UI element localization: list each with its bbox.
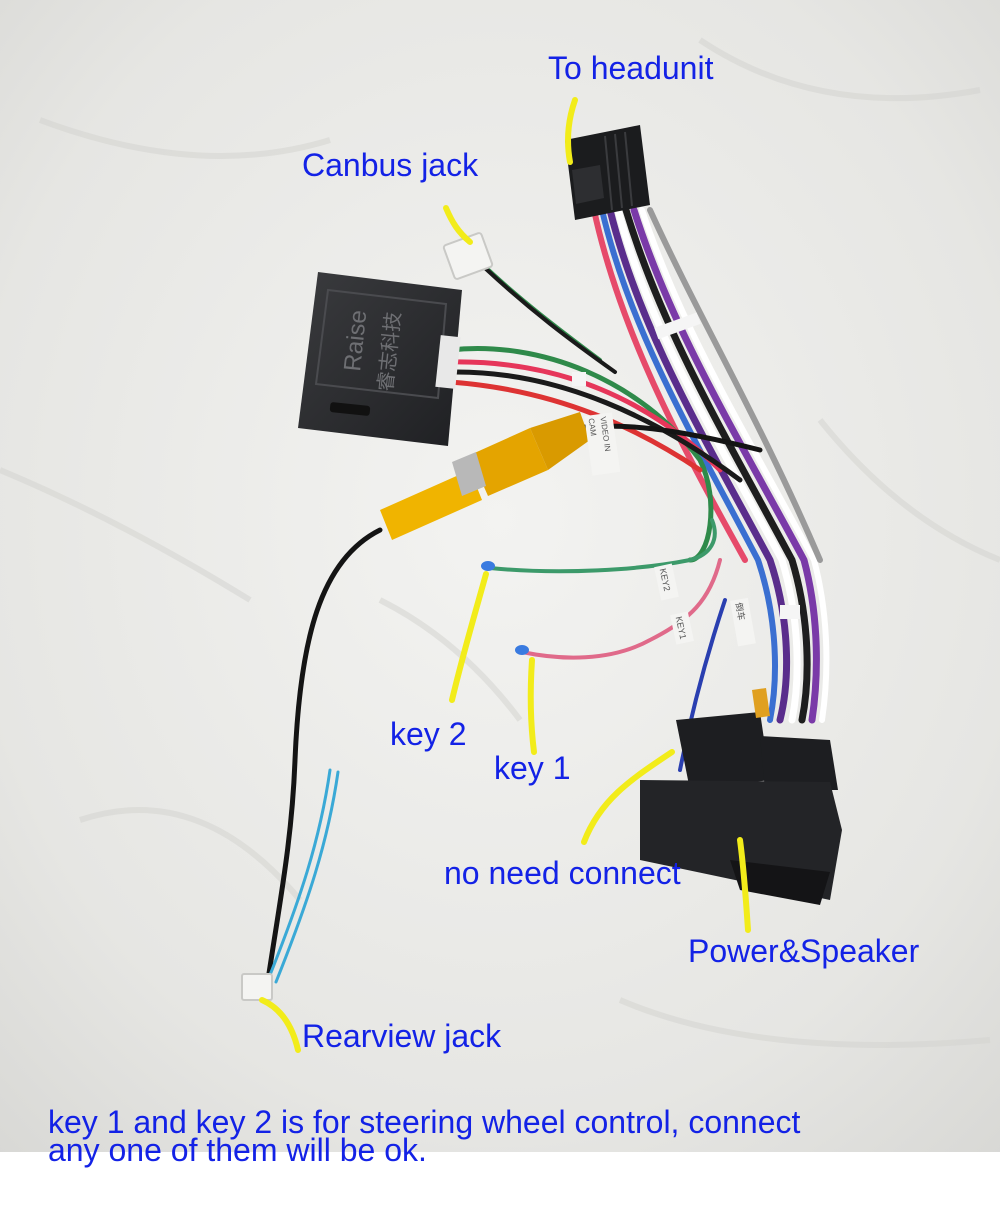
label-no-need-connect: no need connect bbox=[444, 855, 681, 891]
wire-tags: VIDEO IN CAM KEY2 KEY1 倒车 bbox=[572, 312, 800, 647]
callout-rearview-jack bbox=[259, 997, 301, 1053]
label-canbus-jack: Canbus jack bbox=[302, 147, 479, 183]
cloth-folds bbox=[0, 37, 1000, 1048]
label-power-speaker: Power&Speaker bbox=[688, 933, 920, 969]
wiring-harness-photo: Raise 睿志科技 bbox=[0, 0, 1000, 1152]
callout-power-speaker bbox=[737, 837, 751, 933]
key2-wire-end bbox=[481, 561, 495, 571]
label-key2: key 2 bbox=[390, 716, 467, 752]
reverse-tag-text: 倒车 bbox=[733, 602, 748, 622]
rca-connector bbox=[380, 412, 590, 540]
cam-tag-text: CAM bbox=[587, 418, 598, 437]
rearview-jack-connector bbox=[241, 973, 273, 1001]
label-to-headunit: To headunit bbox=[548, 50, 714, 86]
box-brand-text: Raise bbox=[339, 309, 372, 373]
key1-tag-text: KEY1 bbox=[674, 615, 689, 640]
callout-key2 bbox=[449, 571, 489, 703]
label-rearview-jack: Rearview jack bbox=[302, 1018, 502, 1054]
callout-to-headunit bbox=[564, 97, 578, 165]
canbus-decoder-box: Raise 睿志科技 bbox=[298, 272, 462, 446]
key2-tag-text: KEY2 bbox=[658, 567, 673, 592]
note-line-2: any one of them will be ok. bbox=[48, 1132, 427, 1168]
callout-no-need-connect bbox=[581, 749, 675, 845]
headunit-plug bbox=[565, 125, 650, 220]
callout-key1 bbox=[527, 657, 537, 755]
callout-lines bbox=[259, 97, 751, 1053]
canbus-jack-connector bbox=[442, 232, 494, 280]
cloth-background bbox=[0, 0, 1000, 1152]
callout-canbus-jack bbox=[443, 205, 473, 245]
label-key1: key 1 bbox=[494, 750, 571, 786]
key1-wire-end bbox=[515, 645, 529, 655]
video-in-tag bbox=[584, 412, 621, 476]
steering-control-note: key 1 and key 2 is for steering wheel co… bbox=[48, 1104, 988, 1168]
note-line-1: key 1 and key 2 is for steering wheel co… bbox=[48, 1104, 801, 1140]
main-harness-wires bbox=[591, 206, 830, 724]
